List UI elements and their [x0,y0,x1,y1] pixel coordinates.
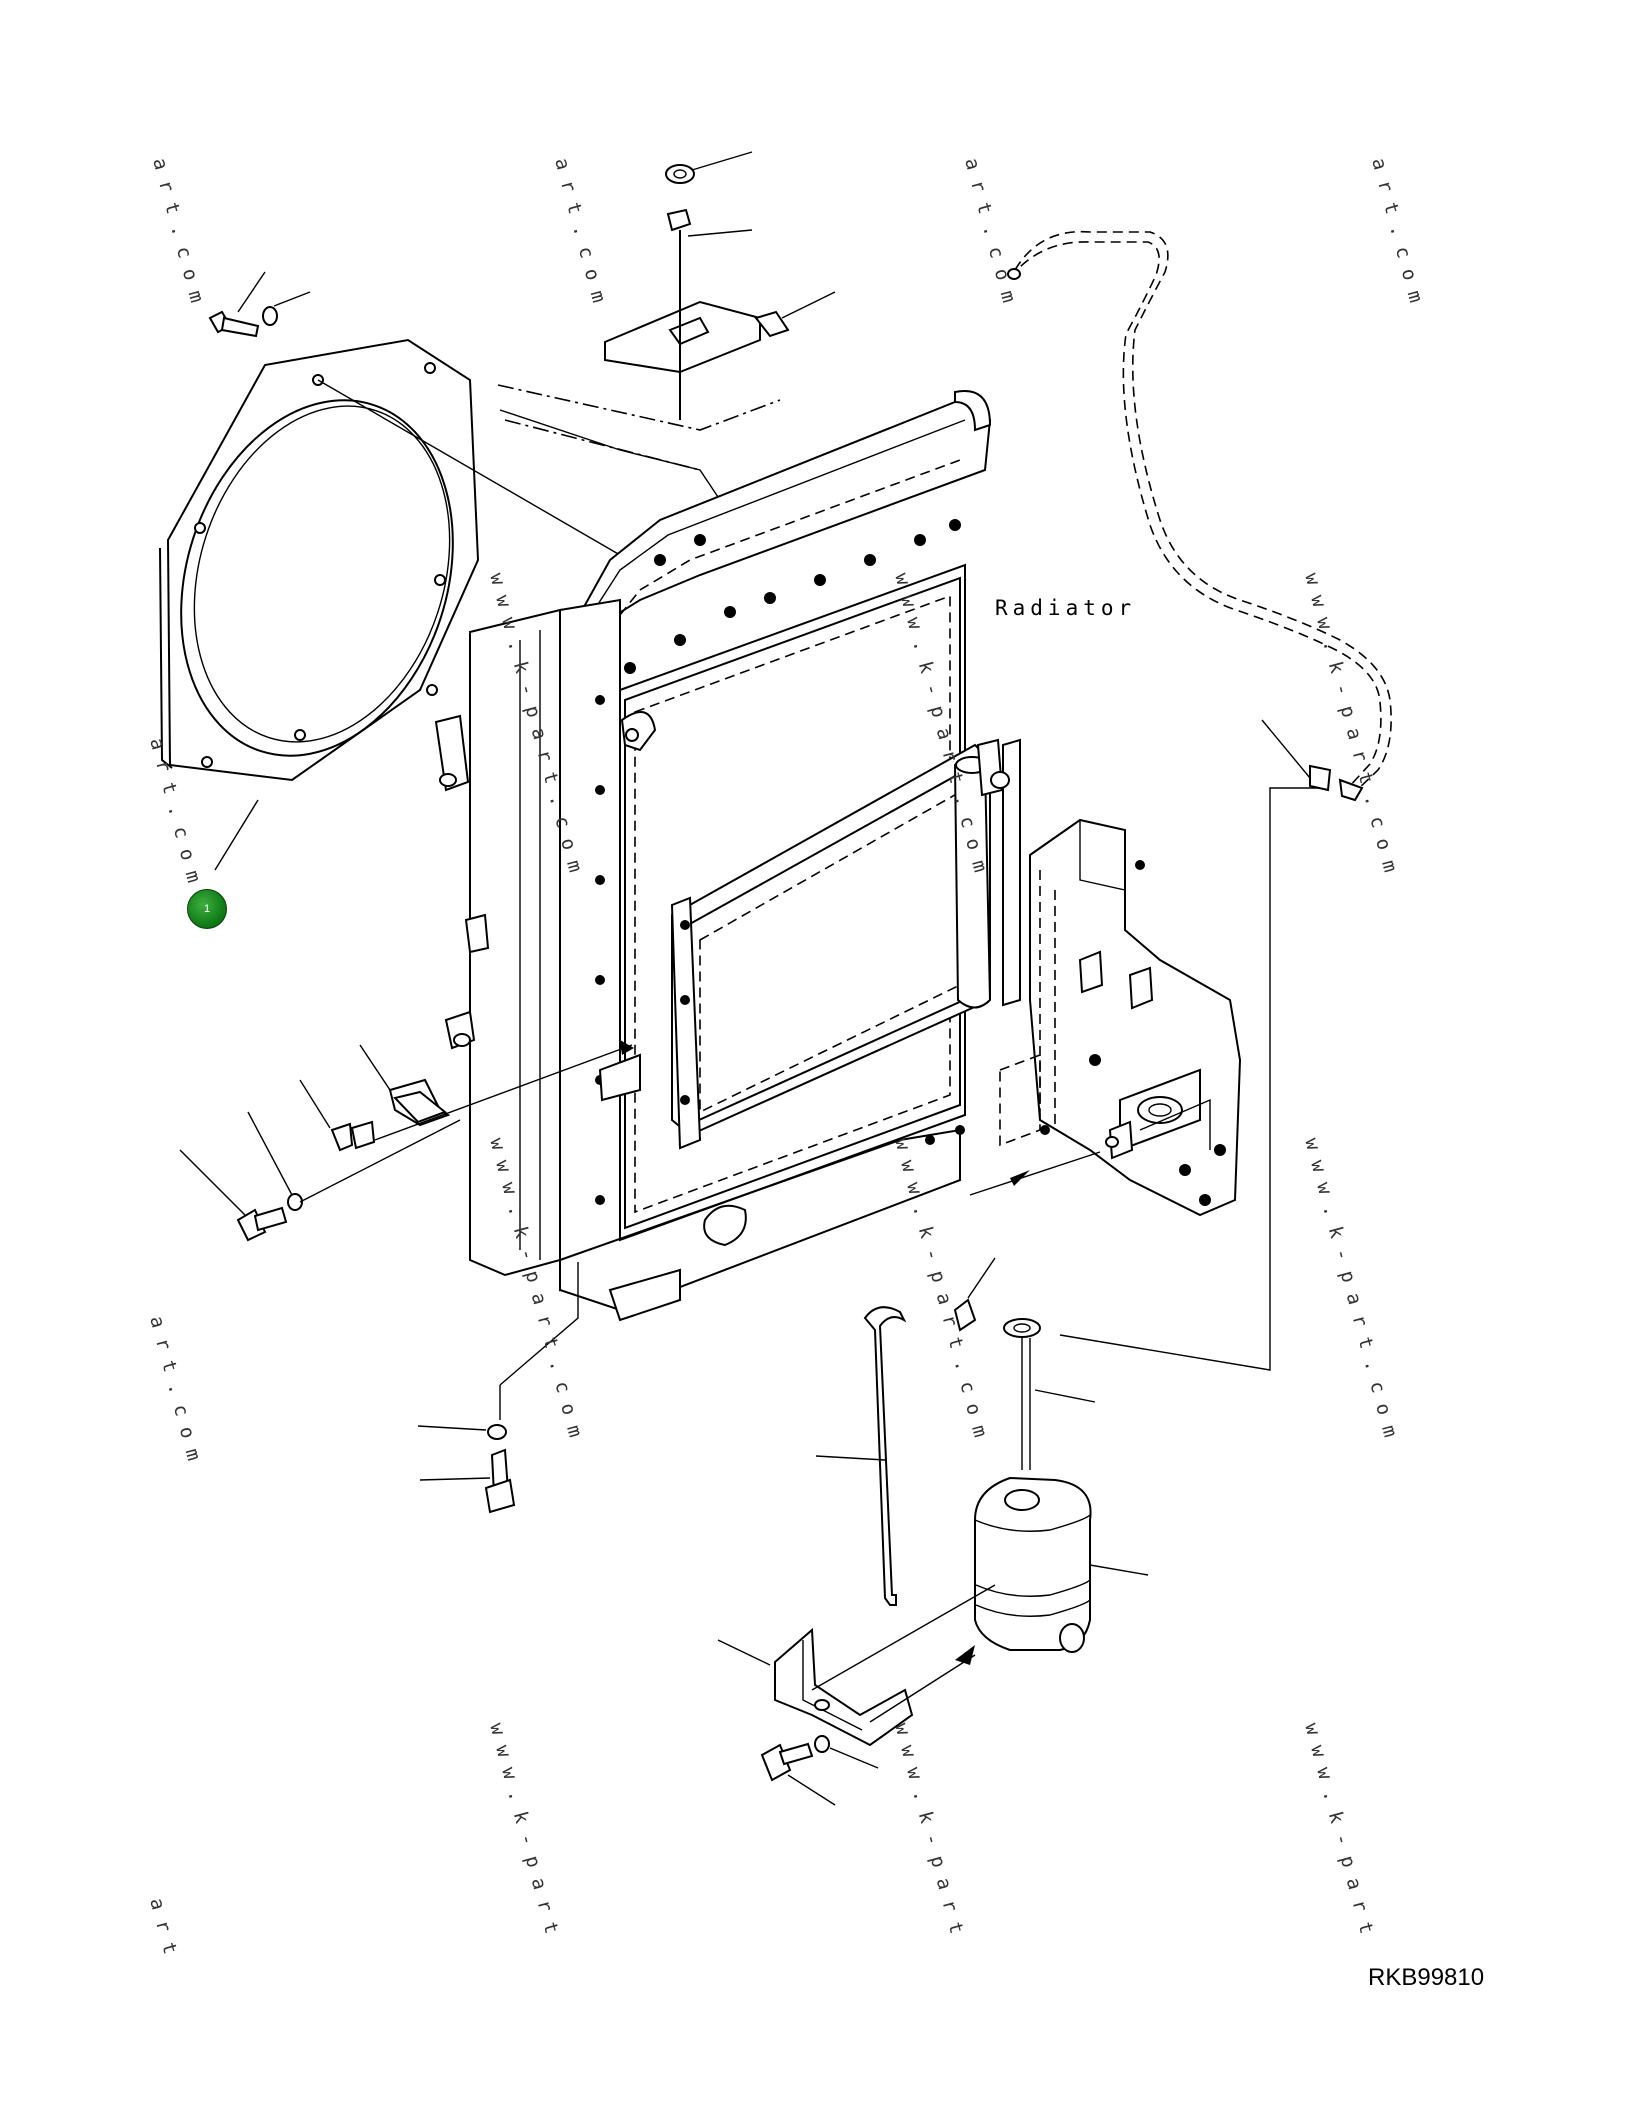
part-callout-1[interactable]: 1 [187,889,227,929]
top-bracket [604,151,836,420]
watermark-text: a r t . c o m [145,736,205,885]
watermark-text: a r t [145,1896,181,1957]
tank-bracket [717,1306,996,1806]
callout-number: 1 [203,903,211,915]
radiator-label: Radiator [995,596,1137,620]
lower-left-parts [179,1040,634,1514]
watermark-text: a r t . c o m [145,1314,205,1463]
overflow-hose [1007,230,1392,1371]
fan-shroud-ring [159,338,621,871]
watermark-text: w w w . k - p a r t [1300,1721,1378,1937]
watermark-text: a r t . c o m [148,156,208,305]
watermark-text: w w w . k - p a r t . c o m [1300,571,1401,875]
diagram-code: RKB99810 [1368,1964,1485,1991]
watermark-text: w w w . k - p a r t . c o m [1300,1136,1401,1440]
watermark-text: a r t . c o m [960,156,1020,305]
watermark-text: a r t . c o m [1367,156,1427,305]
oil-cooler [670,738,1021,1150]
radiator-core [434,384,992,1322]
reservoir-tank [953,1257,1149,1653]
right-bracket-assembly [969,818,1242,1217]
watermark-text: a r t . c o m [550,156,610,305]
watermark-text: w w w . k - p a r t [485,1721,563,1937]
watermark-text: w w w . k - p a r t [890,1721,968,1937]
bolt-top-left [208,271,311,338]
